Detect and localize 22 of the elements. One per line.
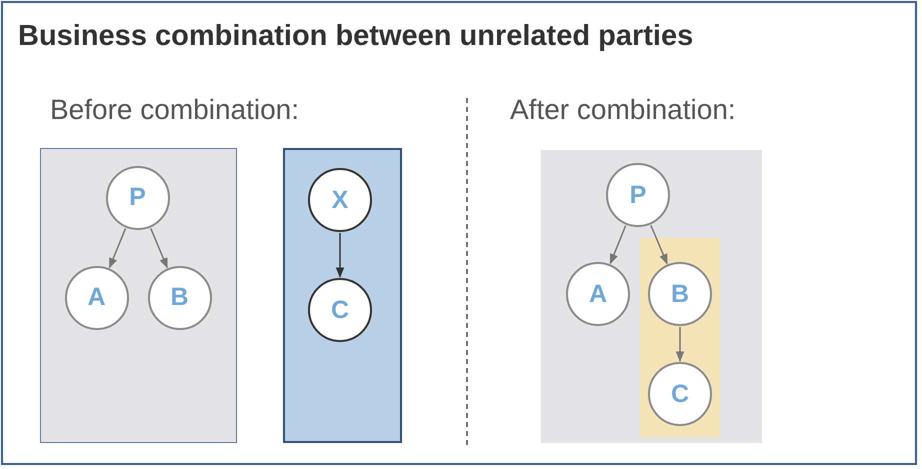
entity-circle: A bbox=[64, 266, 128, 330]
highlight-band bbox=[640, 238, 720, 437]
arrow bbox=[650, 225, 668, 265]
entity-circle: B bbox=[648, 262, 712, 326]
entity-circle: X bbox=[308, 168, 372, 232]
entity-circle: P bbox=[106, 166, 170, 230]
arrow bbox=[676, 327, 684, 362]
arrow bbox=[610, 225, 626, 264]
entity-circle: P bbox=[606, 163, 670, 227]
title: Business combination between unrelated parties bbox=[18, 20, 694, 53]
entity-circle: C bbox=[648, 362, 712, 426]
arrow bbox=[336, 233, 344, 278]
panel-heading: Before combination: bbox=[50, 94, 300, 126]
entity-circle: C bbox=[308, 278, 372, 342]
arrow bbox=[108, 228, 126, 268]
entity-circle: B bbox=[148, 266, 212, 330]
panel-heading: After combination: bbox=[510, 94, 736, 126]
panel bbox=[541, 150, 762, 443]
entity-circle: A bbox=[566, 262, 630, 326]
arrow bbox=[150, 228, 168, 269]
panel bbox=[283, 148, 402, 443]
panel bbox=[40, 148, 237, 443]
